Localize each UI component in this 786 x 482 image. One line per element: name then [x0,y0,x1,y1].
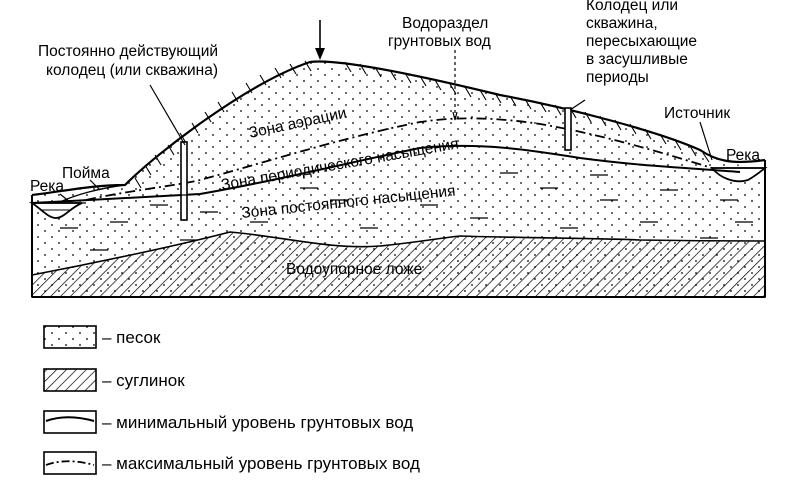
legend-label: – суглинок [102,371,185,390]
label-spring: Источник [664,105,730,122]
label-well-dry-5: периоды [586,69,649,86]
permanent-well [180,141,188,221]
legend-label: – минимальный уровень грунтовых вод [102,413,413,432]
label-well-permanent-2: колодец (или скважина) [46,62,218,79]
label-well-dry-3: пересыхающие [586,33,697,50]
label-floodplain: Пойма [62,165,110,182]
legend-swatch-max-level [45,460,95,466]
label-divide-2: грунтовых вод [388,33,491,50]
label-well-dry-2: скважина, [586,15,658,32]
leader-lines [59,50,713,203]
legend-label: – песок [102,328,161,347]
seasonal-well [564,107,572,151]
label-well-dry-1: Колодец или [586,0,678,14]
label-aquitard: Водоупорное ложе [286,261,422,278]
min-water-table [31,144,741,204]
legend-item-min-level: – минимальный уровень грунтовых вод [43,410,413,434]
legend-item-max-level: – максимальный уровень грунтовых вод [43,451,420,475]
label-divide-1: Водораздел [402,15,488,32]
cross-section: Река Пойма Постоянно действующий колодец… [28,0,768,298]
aquitard-bed [31,231,766,298]
legend-swatch-min-level [45,416,95,422]
ground-surface [31,60,766,197]
legend-swatch-sand [43,325,97,349]
legend-item-sand: – песок [43,325,161,349]
legend-swatch-loam [43,368,97,392]
label-river-left: Река [30,178,64,195]
legend: – песок – суглинок – минимальный уровень… [43,325,420,475]
legend-label: – максимальный уровень грунтовых вод [102,454,420,473]
label-well-permanent-1: Постоянно действующий [38,43,218,60]
label-well-dry-4: в засушливые [586,51,688,68]
floodplain-surface [59,184,126,203]
label-river-right: Река [726,147,760,164]
river-left [28,202,83,219]
arrow-down-icon [315,20,325,60]
legend-item-loam: – суглинок [43,368,185,392]
surface-hatch [134,60,710,189]
